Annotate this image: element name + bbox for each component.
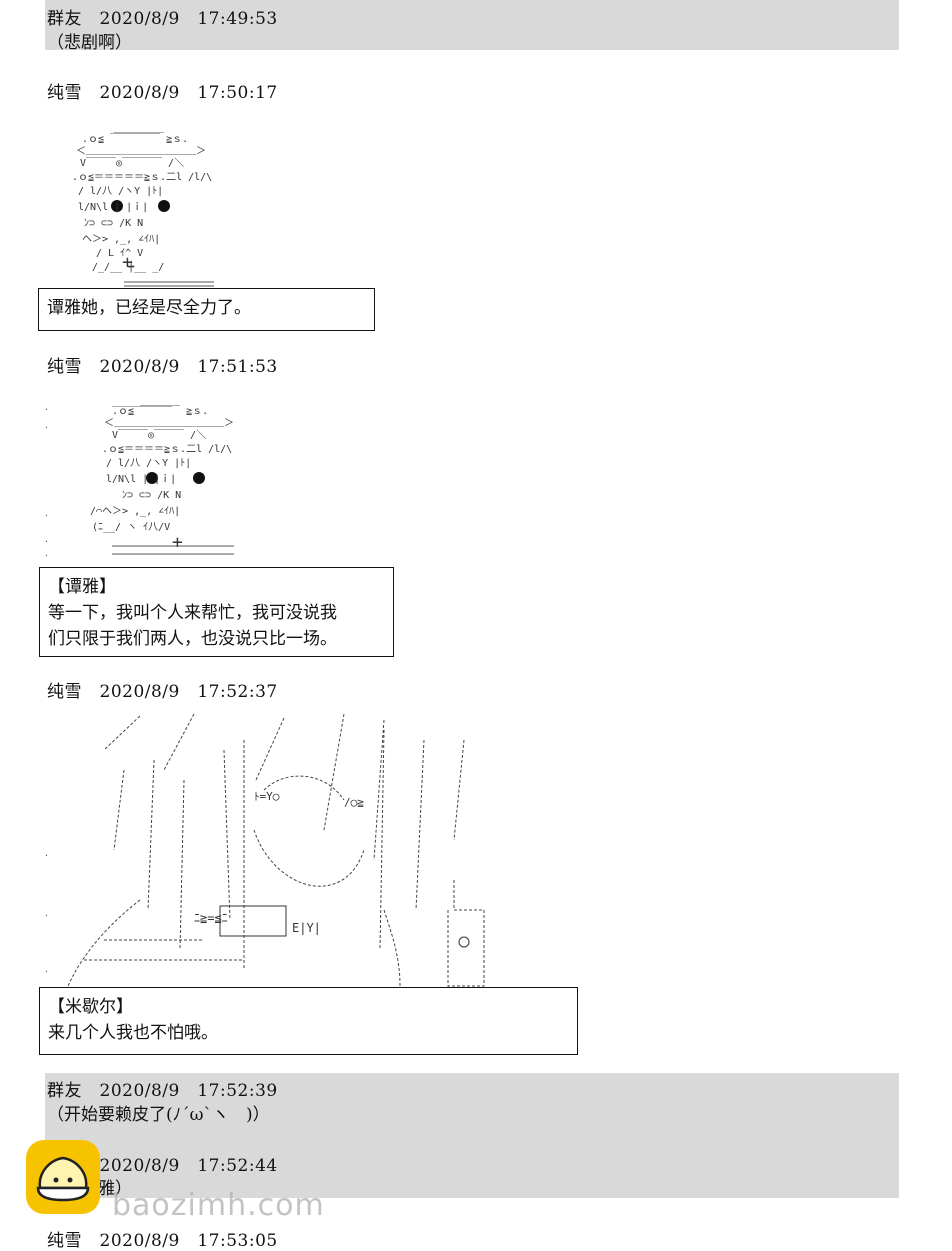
svg-text:.: . (44, 965, 49, 974)
svg-text:.: . (44, 509, 49, 518)
svg-text:＿＿＿＿＿＿: ＿＿＿＿＿＿ (112, 398, 172, 409)
post-text: （开始要赖皮了(ﾉ´ω`ヽ )） (47, 1105, 270, 1125)
dialog-speaker: 【米歇尔】 (48, 997, 133, 1017)
dialog-box: 【米歇尔】 来几个人我也不怕哦。 (39, 987, 578, 1055)
dialog-line: 们只限于我们两人，也没说只比一场。 (48, 629, 337, 649)
svg-text:＿＿＿＿＿: ＿＿＿＿＿ (114, 124, 164, 135)
svg-text:ﾝ⊃ ⊂⊃ /K N: ﾝ⊃ ⊂⊃ /K N (84, 218, 143, 229)
ascii-art-michel: ﾄ=Y◯ /◯≧ ﾆ≧=≦ﾆ E|Y| . . . (44, 713, 485, 987)
svg-text:ﾆ≧=≦ﾆ: ﾆ≧=≦ﾆ (194, 911, 228, 925)
svg-text:E|Y|: E|Y| (292, 921, 321, 935)
svg-text:V￣￣￣◎￣￣￣￣ /＼: V￣￣￣◎￣￣￣￣ /＼ (80, 156, 184, 169)
post-user: 纯雪 (47, 682, 82, 702)
svg-text:.ｏ≦ ￣￣￣￣ ≧ｓ.: .ｏ≦ ￣￣￣￣ ≧ｓ. (112, 404, 208, 417)
svg-text:ヘ＞> ,_, ∠ｲﾊ|: ヘ＞> ,_, ∠ｲﾊ| (82, 234, 160, 245)
ascii-art-tanya: ＿＿＿＿＿ .ｏ≦ ￣￣￣￣￣ ≧ｓ. ＜＿＿＿＿＿＿＿＿＿＿＿＞ V￣￣￣◎￣… (72, 124, 214, 287)
post-datetime: 2020/8/9 17:50:17 (99, 83, 278, 103)
svg-text:.: . (44, 909, 49, 918)
svg-text:(ﾆ__/ ヽ ｲ八/V: (ﾆ__/ ヽ ｲ八/V (92, 522, 170, 533)
post-user: 群友 (47, 9, 82, 29)
post-datetime: 2020/8/9 17:49:53 (99, 9, 278, 29)
svg-text:/_/__ ┿__ _/: /_/__ ┿__ _/ (92, 260, 164, 273)
post-header: 群友 2020/8/9 17:52:39 (47, 1076, 278, 1101)
svg-text:l/N\l | |ｉ|: l/N\l | |ｉ| (78, 201, 148, 213)
group-comment-band (45, 1073, 899, 1198)
svg-text:/ l/八 /ヽY |ﾄ|: / l/八 /ヽY |ﾄ| (106, 458, 191, 469)
svg-text:V￣￣￣◎￣￣￣ /＼: V￣￣￣◎￣￣￣ /＼ (112, 428, 206, 441)
ascii-art-tanya-pointing: ＿＿＿＿＿＿ .ｏ≦ ￣￣￣￣ ≧ｓ. ＜＿＿＿＿＿＿＿＿＿＿＿＞ V￣￣￣◎￣… (44, 398, 234, 558)
svg-text:.: . (44, 849, 49, 858)
post-user: 纯雪 (47, 83, 82, 103)
svg-text:＜＿＿＿＿＿＿＿＿＿＿＿＞: ＜＿＿＿＿＿＿＿＿＿＿＿＞ (76, 146, 206, 157)
svg-text:/◯≧: /◯≧ (344, 796, 364, 809)
svg-text:.: . (44, 549, 49, 558)
post-datetime: 2020/8/9 17:52:37 (99, 682, 278, 702)
svg-text:.: . (44, 421, 49, 430)
baozi-logo-icon (26, 1140, 100, 1214)
post-user: 纯雪 (47, 1231, 82, 1251)
post-header: 群友 2020/8/9 17:49:53 (47, 4, 278, 29)
dialog-box: 谭雅她，已经是尽全力了。 (38, 288, 375, 331)
post-datetime: 2020/8/9 17:52:44 (99, 1156, 278, 1176)
svg-text:.: . (44, 403, 49, 412)
dialog-line: 等一下，我叫个人来帮忙，我可没说我 (48, 603, 337, 623)
svg-text:ﾄ=Y◯: ﾄ=Y◯ (254, 790, 280, 803)
svg-text:ﾝ⊃ ⊂⊃ /K N: ﾝ⊃ ⊂⊃ /K N (122, 490, 181, 501)
post-datetime: 2020/8/9 17:51:53 (99, 357, 278, 377)
post-header: 纯雪 2020/8/9 17:50:17 (47, 78, 278, 103)
post-datetime: 2020/8/9 17:52:39 (99, 1081, 278, 1101)
svg-text:.ｏ≦ ￣￣￣￣￣ ≧ｓ.: .ｏ≦ ￣￣￣￣￣ ≧ｓ. (82, 132, 188, 145)
svg-text:.ｏ≦＝＝＝＝≧ｓ.二l /l/\: .ｏ≦＝＝＝＝≧ｓ.二l /l/\ (102, 444, 232, 455)
post-header: 纯雪 2020/8/9 17:51:53 (47, 352, 278, 377)
post-user: 群友 (47, 1081, 82, 1101)
group-comment-band (45, 0, 899, 50)
svg-text:.: . (44, 535, 49, 544)
post-header: 纯雪 2020/8/9 17:52:37 (47, 677, 278, 702)
post-datetime: 2020/8/9 17:53:05 (99, 1231, 278, 1251)
watermark-text: baozimh.com (112, 1188, 325, 1223)
svg-text:/ l/八 /ヽY |ﾄ|: / l/八 /ヽY |ﾄ| (78, 186, 163, 197)
post-header: 纯雪 2020/8/9 17:53:05 (47, 1226, 278, 1251)
svg-text:.ｏ≦＝＝＝＝＝≧ｓ.二l /l/\: .ｏ≦＝＝＝＝＝≧ｓ.二l /l/\ (72, 172, 212, 183)
dialog-line: 来几个人我也不怕哦。 (48, 1023, 218, 1043)
dialog-box: 【谭雅】 等一下，我叫个人来帮忙，我可没说我 们只限于我们两人，也没说只比一场。 (39, 567, 394, 657)
svg-text:/⌒ヘ＞> ,_, ∠ｲﾊ|: /⌒ヘ＞> ,_, ∠ｲﾊ| (90, 506, 180, 517)
dialog-line: 谭雅她，已经是尽全力了。 (47, 298, 251, 318)
svg-text:＜＿＿＿＿＿＿＿＿＿＿＿＞: ＜＿＿＿＿＿＿＿＿＿＿＿＞ (104, 418, 234, 429)
svg-text:+: + (122, 252, 133, 273)
svg-text:l/N\l | |ｉ|: l/N\l | |ｉ| (106, 473, 176, 485)
svg-text:+: + (172, 532, 183, 553)
dialog-speaker: 【谭雅】 (48, 577, 116, 597)
svg-text:/ L ｲ^ V: / L ｲ^ V (96, 248, 143, 259)
post-text: （悲剧啊） (47, 33, 132, 53)
post-user: 纯雪 (47, 357, 82, 377)
